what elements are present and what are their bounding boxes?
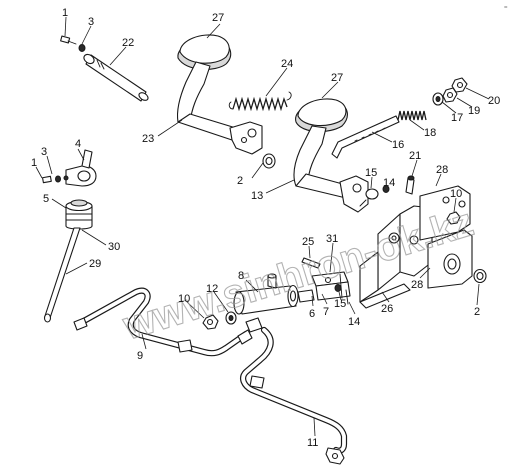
- pedal-13: [293, 98, 369, 213]
- bushing-2-right: [473, 268, 487, 284]
- pin-21: [405, 175, 415, 195]
- cotter-14-lower: [345, 289, 349, 305]
- part-label-25: 25: [302, 236, 314, 248]
- nut-10-left: [202, 314, 219, 330]
- rod-16: [331, 115, 400, 159]
- nut-10-right: [446, 211, 461, 225]
- part-label-3: 3: [41, 146, 47, 158]
- part-label-27: 27: [212, 12, 224, 24]
- leader-lines: [35, 16, 490, 437]
- part-label-10: 10: [450, 188, 462, 200]
- part-label-24: 24: [281, 58, 293, 70]
- part-label-1: 1: [31, 157, 37, 169]
- part-label-13: 13: [251, 190, 263, 202]
- clamp-4: [63, 149, 97, 187]
- part-number-labels: 1 3 22 27 24 27 23 20 19 17 18 16 4 3 1 …: [31, 7, 500, 449]
- pin-25: [301, 257, 321, 269]
- part-label-2: 2: [237, 175, 243, 187]
- part-label-8: 8: [238, 270, 244, 282]
- washer-12: [225, 311, 237, 325]
- washer-17: [432, 92, 444, 106]
- part-label-28: 28: [411, 279, 423, 291]
- part-label-3: 3: [88, 16, 94, 28]
- washer-3-left: [55, 175, 61, 183]
- part-label-4: 4: [75, 138, 81, 150]
- part-label-31: 31: [326, 233, 338, 245]
- part-label-12: 12: [206, 283, 218, 295]
- part-label-17: 17: [451, 112, 463, 124]
- nut-19: [442, 87, 458, 103]
- part-label-1: 1: [62, 7, 68, 19]
- bracket-28: [419, 185, 473, 289]
- master-cylinder-8: [233, 273, 315, 315]
- spring-18: [397, 110, 427, 121]
- part-label-11: 11: [307, 437, 318, 449]
- part-label-9: 9: [137, 350, 143, 362]
- nut-20: [451, 77, 468, 93]
- bolt-1-top: [60, 35, 77, 45]
- part-label-5: 5: [43, 193, 49, 205]
- fork-7: [311, 271, 351, 301]
- part-label-15: 15: [365, 167, 377, 179]
- corner-mark: =: [504, 5, 508, 11]
- part-label-14: 14: [383, 177, 395, 189]
- pin-15-lower: [334, 284, 342, 292]
- pipe-11: [240, 326, 348, 465]
- shaft-22: [83, 53, 149, 102]
- bolt-14-upper: [382, 185, 390, 193]
- part-label-30: 30: [108, 241, 120, 253]
- part-label-2: 2: [474, 306, 480, 318]
- part-label-18: 18: [424, 127, 436, 139]
- part-label-26: 26: [381, 303, 393, 315]
- washer-3-top: [78, 44, 86, 52]
- part-label-7: 7: [323, 306, 329, 318]
- part-label-15: 15: [334, 298, 346, 310]
- reservoir-5: [65, 199, 93, 230]
- part-label-20: 20: [488, 95, 500, 107]
- part-label-6: 6: [309, 308, 315, 320]
- part-label-21: 21: [409, 150, 421, 162]
- part-label-10: 10: [178, 293, 190, 305]
- part-label-19: 19: [468, 105, 480, 117]
- part-label-28: 28: [436, 164, 448, 176]
- pedal-23: [176, 34, 263, 155]
- part-label-16: 16: [392, 139, 404, 151]
- part-label-23: 23: [142, 133, 154, 145]
- part-label-14: 14: [348, 316, 360, 328]
- spring-24: [228, 91, 292, 112]
- part-label-29: 29: [89, 258, 101, 270]
- part-label-27: 27: [331, 72, 343, 84]
- pipe-9: [73, 287, 253, 357]
- watermark-text: www.sinhron-ok.kz: [117, 200, 478, 349]
- pin-15-upper: [359, 188, 379, 207]
- pushrod-29: [43, 227, 81, 323]
- part-label-22: 22: [122, 37, 134, 49]
- bushing-2-left: [262, 153, 276, 169]
- bolt-1-left: [41, 175, 52, 184]
